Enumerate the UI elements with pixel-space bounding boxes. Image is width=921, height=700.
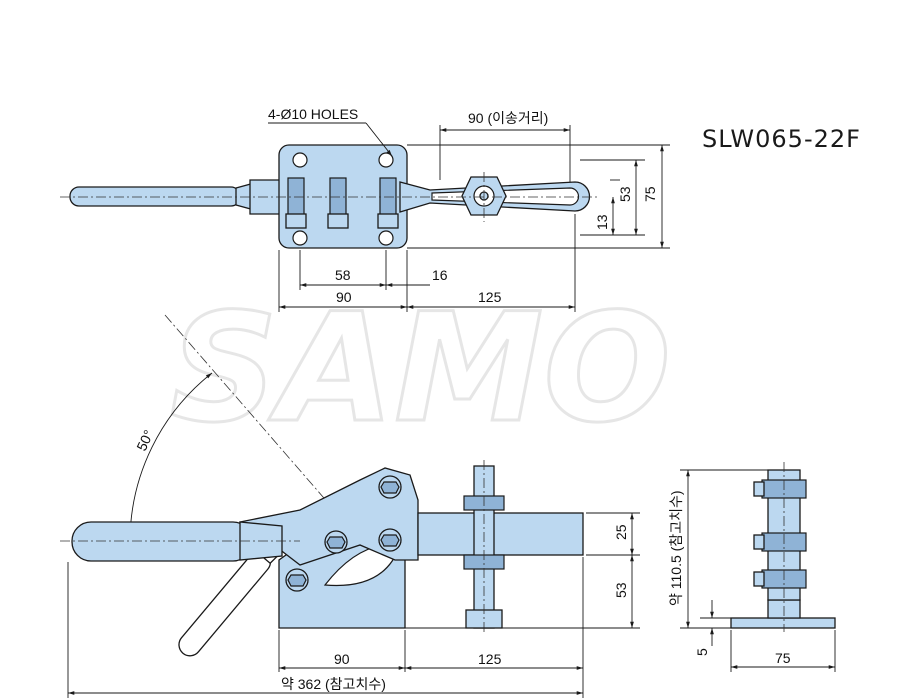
travel-label: 90 (이송거리) <box>468 110 548 126</box>
dim-5: 5 <box>694 648 710 656</box>
end-view: 약 110.5 (참고치수) 5 75 <box>668 462 836 672</box>
dim-90: 90 <box>336 289 352 305</box>
holes-label: 4-Ø10 HOLES <box>268 106 358 122</box>
top-handle-grip <box>69 186 241 207</box>
mount-hole <box>378 230 394 246</box>
dim-90-side: 90 <box>334 651 350 667</box>
dim-125: 125 <box>478 289 502 305</box>
pivot-nut <box>287 574 307 587</box>
model-title: SLW065-22F <box>702 125 861 153</box>
mount-hole <box>378 152 394 168</box>
dim-75-end: 75 <box>775 650 791 666</box>
pivot-nut <box>326 536 346 549</box>
dim-58: 58 <box>335 267 351 283</box>
end-nut <box>753 534 765 550</box>
pivot-bolt <box>329 177 347 219</box>
mount-hole <box>292 152 308 168</box>
pivot-nut <box>380 534 400 547</box>
dim-53-side: 53 <box>613 582 629 598</box>
end-nut <box>753 571 765 587</box>
mount-hole <box>292 230 308 246</box>
angle-label: 50° <box>133 427 156 453</box>
dim-13: 13 <box>594 214 610 230</box>
total-length-label: 약 362 (참고치수) <box>281 676 386 692</box>
dim-53: 53 <box>617 186 633 202</box>
pivot-bolt <box>287 177 305 219</box>
side-handle <box>71 521 253 562</box>
side-view: 50° 25 53 <box>60 314 640 698</box>
dim-25: 25 <box>613 524 629 540</box>
pivot-nut <box>377 213 399 229</box>
dim-75: 75 <box>642 186 658 202</box>
dim-16: 16 <box>432 267 448 283</box>
pivot-nut <box>285 213 307 229</box>
samo-watermark: SAMO <box>170 282 671 456</box>
end-nut <box>753 481 765 497</box>
end-base <box>730 617 836 629</box>
pivot-bolt <box>379 177 397 219</box>
plunger-bar <box>417 512 584 556</box>
height-label: 약 110.5 (참고치수) <box>668 491 684 607</box>
pivot-nut <box>327 213 349 229</box>
top-view: 4-Ø10 HOLES 90 (이송거리) 75 53 13 58 16 90 <box>60 106 670 312</box>
pivot-nut <box>380 481 400 494</box>
dim-125-side: 125 <box>478 651 502 667</box>
